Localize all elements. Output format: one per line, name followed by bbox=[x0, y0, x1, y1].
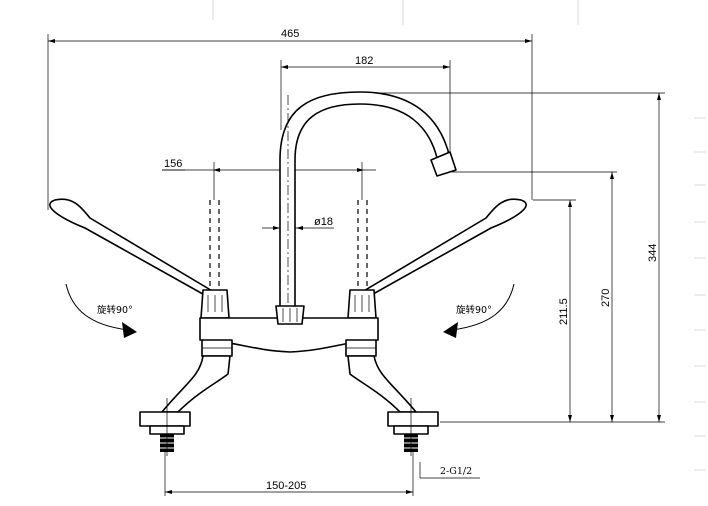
dim-spout-reach: 182 bbox=[355, 55, 373, 67]
rotate-label-right: 旋转90° bbox=[456, 304, 492, 316]
dimension-thread: 2-G1/2 bbox=[419, 462, 480, 479]
inlet-right bbox=[345, 339, 439, 456]
dim-thread: 2-G1/2 bbox=[440, 466, 472, 477]
spout bbox=[279, 91, 457, 313]
dim-height-lever: 211.5 bbox=[558, 298, 570, 325]
dim-inlet-spacing: 150-205 bbox=[266, 480, 306, 492]
inlet-left bbox=[139, 339, 233, 456]
lever-left bbox=[49, 198, 230, 319]
dimension-156: 156 bbox=[162, 158, 376, 172]
dimension-d18: ø18 bbox=[262, 216, 334, 230]
rotation-arrow-left: 旋转90° bbox=[65, 283, 137, 338]
dimension-465: 465 bbox=[47, 28, 533, 210]
dim-height-total: 344 bbox=[647, 244, 659, 262]
lever-right bbox=[347, 198, 527, 319]
cartridge-centerlines bbox=[209, 162, 368, 290]
scan-artifacts bbox=[212, 0, 706, 471]
dimension-270: 270 bbox=[452, 171, 617, 422]
rotate-label-left: 旋转90° bbox=[97, 304, 133, 316]
dim-lever-spacing: 156 bbox=[164, 158, 182, 170]
dim-spout-diameter: ø18 bbox=[314, 216, 333, 228]
dimension-344: 344 bbox=[375, 92, 665, 423]
rotation-arrow-right: 旋转90° bbox=[443, 283, 515, 338]
dim-height-spout: 270 bbox=[600, 289, 612, 307]
dimension-211-5: 211.5 bbox=[533, 199, 576, 422]
dim-overall-width: 465 bbox=[281, 28, 299, 40]
dimension-150-205: 150-205 bbox=[164, 440, 414, 496]
